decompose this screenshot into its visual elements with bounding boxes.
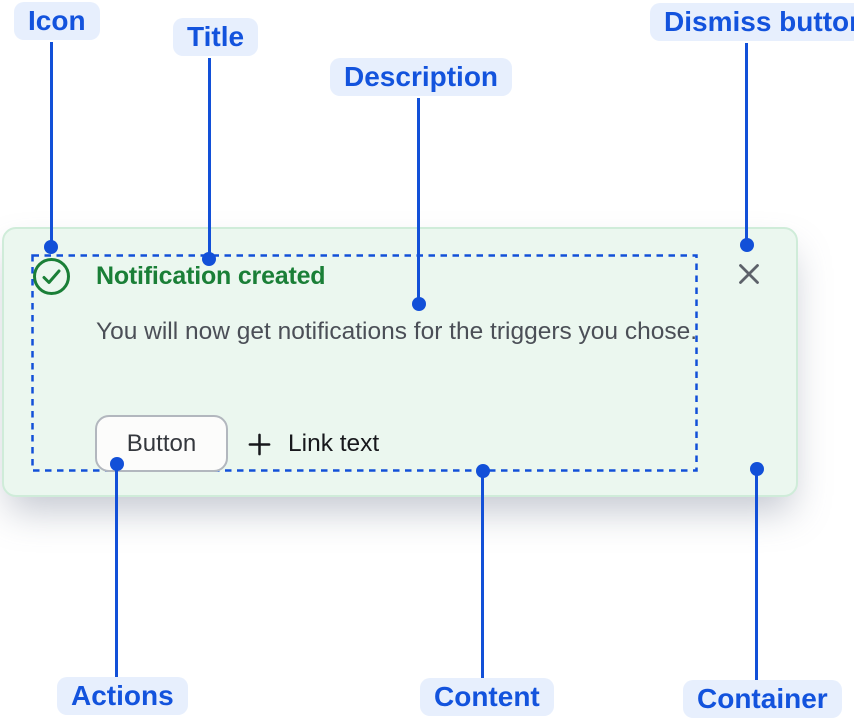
notification-title: Notification created xyxy=(96,262,326,290)
notification-description: You will now get notifications for the t… xyxy=(96,318,698,345)
connector-line-container xyxy=(755,469,758,681)
close-icon xyxy=(739,264,759,284)
connector-dot-actions xyxy=(110,457,124,471)
annotation-label-actions: Actions xyxy=(57,677,188,715)
connector-dot-dismiss xyxy=(740,238,754,252)
connector-line-description xyxy=(417,98,420,304)
connector-dot-title xyxy=(202,252,216,266)
annotation-label-icon: Icon xyxy=(14,2,100,40)
connector-line-actions xyxy=(115,464,118,677)
connector-line-content xyxy=(481,471,484,679)
annotation-label-title: Title xyxy=(173,18,259,56)
connector-dot-content xyxy=(476,464,490,478)
action-button-label: Button xyxy=(126,429,197,457)
action-link-label: Link text xyxy=(288,430,380,457)
connector-line-icon xyxy=(50,42,53,247)
annotation-label-container: Container xyxy=(683,680,842,718)
connector-dot-icon xyxy=(44,240,58,254)
annotation-label-description: Description xyxy=(330,58,513,96)
connector-line-title xyxy=(208,58,211,259)
connector-dot-description xyxy=(412,297,426,311)
annotation-label-content: Content xyxy=(420,678,554,716)
connector-dot-container xyxy=(750,462,764,476)
annotation-label-dismiss-button: Dismiss button xyxy=(650,3,854,41)
connector-line-dismiss xyxy=(745,43,748,245)
plus-icon xyxy=(248,433,271,455)
circle-check-icon xyxy=(33,258,70,295)
action-link[interactable]: Link text xyxy=(246,416,379,472)
dismiss-button[interactable] xyxy=(731,256,767,292)
